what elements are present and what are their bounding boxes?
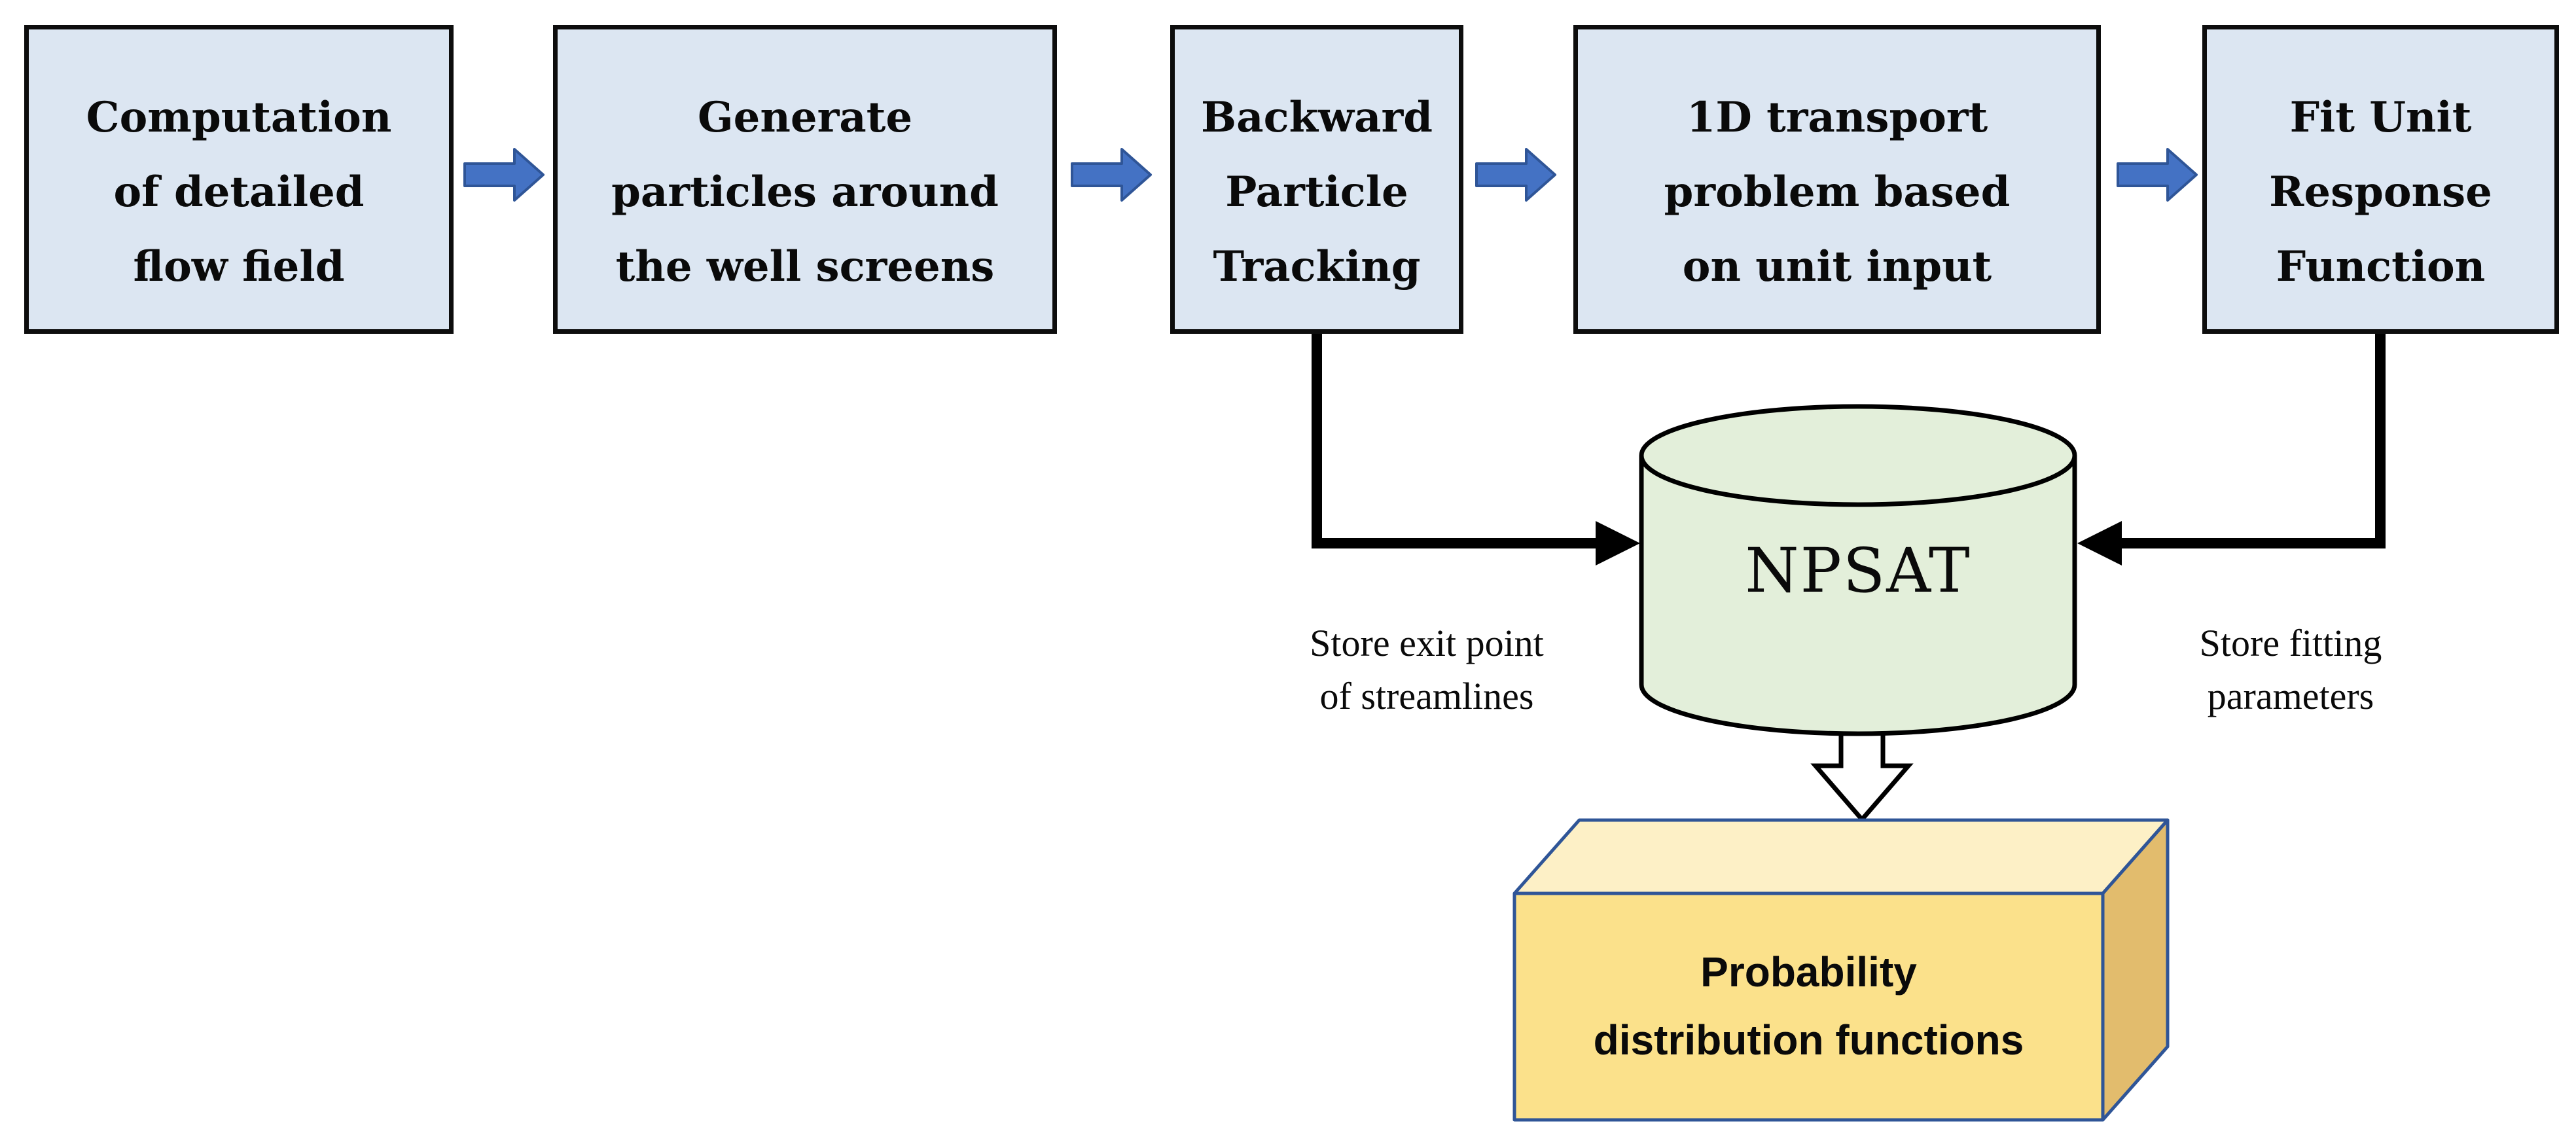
output-box-front-face xyxy=(1512,891,2105,1122)
process-box-backward-tracking: Backward Particle Tracking xyxy=(1170,25,1463,334)
flow-arrow-4-icon xyxy=(2117,148,2198,202)
process-box-1d-transport-label: 1D transport problem based on unit input xyxy=(1664,93,2011,291)
database-label: NPSAT xyxy=(1745,535,1971,607)
annotation-store-fitting-parameters: Store fitting parameters xyxy=(2199,622,2382,718)
output-box-label: Probability distribution functions xyxy=(1514,893,2103,1120)
connector-tracking-arrowhead-icon xyxy=(1596,521,1640,566)
flow-arrow-2-icon xyxy=(1071,148,1152,202)
process-box-backward-tracking-label: Backward Particle Tracking xyxy=(1201,93,1433,291)
process-box-fit-unit-response: Fit Unit Response Function xyxy=(2202,25,2559,334)
database-cylinder-top xyxy=(1639,404,2077,507)
flow-arrow-3-icon xyxy=(1475,148,1556,202)
process-box-1d-transport: 1D transport problem based on unit input xyxy=(1573,25,2101,334)
output-box-top-face xyxy=(1512,818,2170,895)
annotation-store-exit-point: Store exit point of streamlines xyxy=(1310,622,1544,718)
connector-fit-arrowhead-icon xyxy=(2077,521,2122,566)
process-box-computation-label: Computation of detailed flow field xyxy=(86,93,392,291)
database-cylinder-body xyxy=(1639,456,2077,736)
flow-arrow-1-icon xyxy=(463,148,545,202)
process-box-generate-particles: Generate particles around the well scree… xyxy=(553,25,1057,334)
process-box-computation: Computation of detailed flow field xyxy=(24,25,454,334)
connector-fit-to-npsat xyxy=(2119,331,2386,548)
output-box-label-text: Probability distribution functions xyxy=(1593,948,2024,1064)
connector-tracking-to-npsat xyxy=(1312,331,1598,548)
process-box-fit-unit-response-label: Fit Unit Response Function xyxy=(2269,93,2492,291)
process-box-generate-particles-label: Generate particles around the well scree… xyxy=(611,93,999,291)
